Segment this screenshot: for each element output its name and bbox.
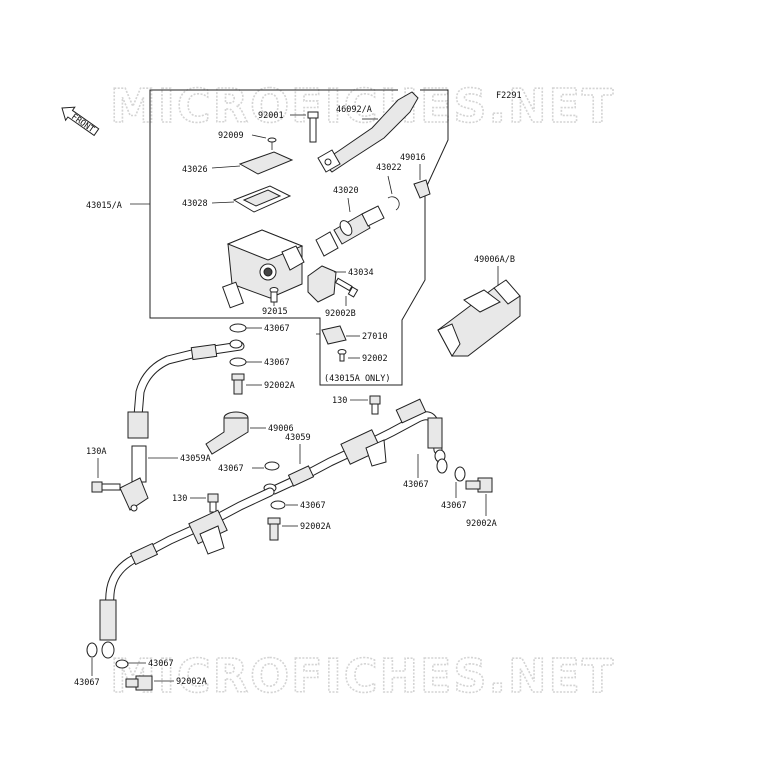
- washer-43067-a: [229, 323, 247, 333]
- brake-hose-43059A: [119, 339, 245, 512]
- dust-boot: [413, 179, 431, 199]
- label-92002A-d: 92002A: [176, 677, 207, 687]
- pivot-bolt: [307, 111, 319, 143]
- label-43067-h: 43067: [148, 659, 174, 669]
- label-43067-a: 43067: [264, 324, 290, 334]
- label-92001: 92001: [258, 111, 284, 121]
- note-43015A-only: (43015A ONLY): [324, 374, 391, 384]
- piston-kit: [315, 205, 385, 257]
- diagram-code: F2291: [496, 91, 522, 101]
- label-92002A-b: 92002A: [466, 519, 497, 529]
- label-130-a: 130: [332, 396, 347, 406]
- label-43067-f: 43067: [300, 501, 326, 511]
- washer-43067-h: [115, 659, 129, 669]
- label-130A: 130A: [86, 447, 106, 457]
- label-43067-g: 43067: [74, 678, 100, 688]
- bleed-bolt: [269, 287, 279, 303]
- label-43067-e: 43067: [441, 501, 467, 511]
- label-92002A-c: 92002A: [300, 522, 331, 532]
- bolt-130-a: [369, 395, 381, 415]
- label-43059A: 43059A: [180, 454, 211, 464]
- banjo-bolt-b: [465, 477, 493, 493]
- washer-43067-e: [454, 466, 466, 482]
- washer-43067-b: [229, 357, 247, 367]
- cap-screw: [267, 137, 277, 150]
- bolt-130A: [91, 481, 121, 493]
- label-92002B: 92002B: [325, 309, 356, 319]
- diaphragm: [232, 185, 292, 213]
- label-92002: 92002: [362, 354, 388, 364]
- label-27010: 27010: [362, 332, 388, 342]
- switch-screw: [337, 349, 347, 362]
- clamp-bolt: [334, 277, 359, 298]
- watermark-bottom: MICROFICHES.NET: [110, 649, 615, 703]
- label-43020: 43020: [333, 186, 359, 196]
- label-43059: 43059: [285, 433, 311, 443]
- label-43022: 43022: [376, 163, 402, 173]
- brake-lever: [317, 91, 419, 173]
- banjo-bolt-d: [125, 675, 153, 691]
- assembly-frame: [149, 89, 449, 386]
- label-49006AB: 49006A/B: [474, 255, 515, 265]
- label-92015: 92015: [262, 307, 288, 317]
- brake-hose-lower: [99, 487, 275, 659]
- front-label: FRONT: [69, 112, 96, 135]
- label-43034: 43034: [348, 268, 374, 278]
- reservoir-cap: [238, 151, 294, 175]
- label-92002A-a: 92002A: [264, 381, 295, 391]
- front-arrow-icon: FRONT: [61, 106, 100, 137]
- label-43067-d: 43067: [403, 480, 429, 490]
- cylinder-cover: [437, 279, 521, 357]
- label-43026: 43026: [182, 165, 208, 175]
- label-43067-c: 43067: [218, 464, 244, 474]
- handlebar-clamp: [307, 265, 337, 303]
- banjo-bolt-a: [231, 373, 245, 395]
- banjo-bolt-c: [267, 517, 281, 541]
- label-46092A: 46092/A: [336, 105, 372, 115]
- label-43067-b: 43067: [264, 358, 290, 368]
- label-43015A: 43015/A: [86, 201, 122, 211]
- hose-joint-49006: [205, 411, 249, 455]
- master-cylinder-body: [222, 229, 305, 309]
- brake-switch: [316, 325, 347, 345]
- watermark-top: MICROFICHES.NET: [110, 79, 615, 133]
- circlip: [387, 196, 400, 211]
- label-49016: 49016: [400, 153, 426, 163]
- washer-43067-d: [436, 458, 448, 474]
- bolt-130-b: [207, 493, 219, 513]
- washer-43067-g: [86, 642, 98, 658]
- label-43028: 43028: [182, 199, 208, 209]
- washer-43067-c: [264, 461, 280, 471]
- label-49006: 49006: [268, 424, 294, 434]
- label-130-b: 130: [172, 494, 187, 504]
- brake-hose-43059: [263, 398, 446, 495]
- washer-43067-f: [270, 500, 286, 510]
- label-92009: 92009: [218, 131, 244, 141]
